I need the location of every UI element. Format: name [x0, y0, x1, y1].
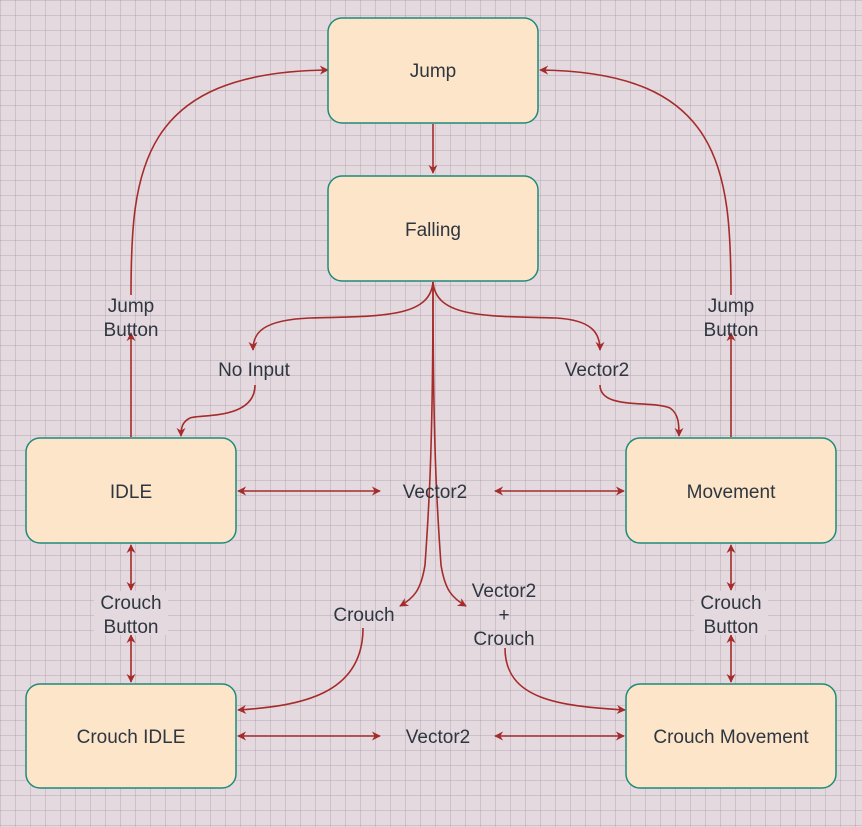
label-vector2-idle-movement: Vector2: [403, 482, 467, 503]
edge-no-input-idle: [176, 384, 256, 437]
node-crouch-movement[interactable]: Crouch Movement: [625, 683, 837, 789]
label-vector2-fall-right: Vector2: [565, 360, 629, 381]
node-movement[interactable]: Movement: [625, 437, 837, 544]
edge-jump-button-jump-right: [539, 65, 732, 296]
vector2-crouch-line3: Crouch: [473, 629, 534, 650]
jump-button-left-line1: Jump: [108, 296, 154, 317]
node-falling-label: Falling: [405, 220, 461, 241]
jump-button-right-line2: Button: [704, 320, 759, 341]
node-crouch-movement-label: Crouch Movement: [653, 727, 809, 748]
label-jump-button-right: Jump Button: [704, 296, 759, 341]
label-crouch: Crouch: [333, 605, 394, 626]
vector2-crouch-line1: Vector2: [472, 581, 536, 602]
node-jump-label: Jump: [410, 61, 456, 82]
crouch-button-left-line1: Crouch: [100, 593, 161, 614]
crouch-button-right-line1: Crouch: [700, 593, 761, 614]
edge-vector2-crouch-crouch-movement: [504, 647, 626, 714]
edge-vector2-movement: [599, 384, 684, 437]
node-idle[interactable]: IDLE: [25, 437, 237, 544]
edge-falling-crouch: [399, 281, 434, 607]
edge-falling-vector2: [432, 281, 605, 351]
jump-button-right-line1: Jump: [708, 296, 754, 317]
crouch-button-right-line2: Button: [704, 617, 759, 638]
node-movement-label: Movement: [687, 482, 776, 503]
node-jump[interactable]: Jump: [327, 17, 539, 124]
label-crouch-button-right: Crouch Button: [694, 591, 768, 638]
vector2-crouch-line2: +: [498, 605, 509, 626]
label-vector2-crouch: Vector2 + Crouch: [472, 581, 536, 650]
label-jump-button-left: Jump Button: [104, 296, 159, 341]
crouch-button-left-line2: Button: [104, 617, 159, 638]
edge-jump-button-jump-left: [130, 65, 329, 296]
label-crouch-button-left: Crouch Button: [94, 591, 168, 638]
label-no-input: No Input: [218, 360, 291, 381]
node-crouch-idle[interactable]: Crouch IDLE: [25, 683, 237, 789]
edge-falling-vector2-crouch: [432, 281, 467, 607]
label-vector2-bottom: Vector2: [406, 727, 470, 748]
node-falling[interactable]: Falling: [327, 175, 539, 282]
edge-crouch-crouch-idle: [237, 627, 364, 714]
edge-falling-no-input: [248, 281, 434, 351]
node-crouch-idle-label: Crouch IDLE: [77, 727, 186, 748]
jump-button-left-line2: Button: [104, 320, 159, 341]
node-idle-label: IDLE: [110, 482, 152, 503]
